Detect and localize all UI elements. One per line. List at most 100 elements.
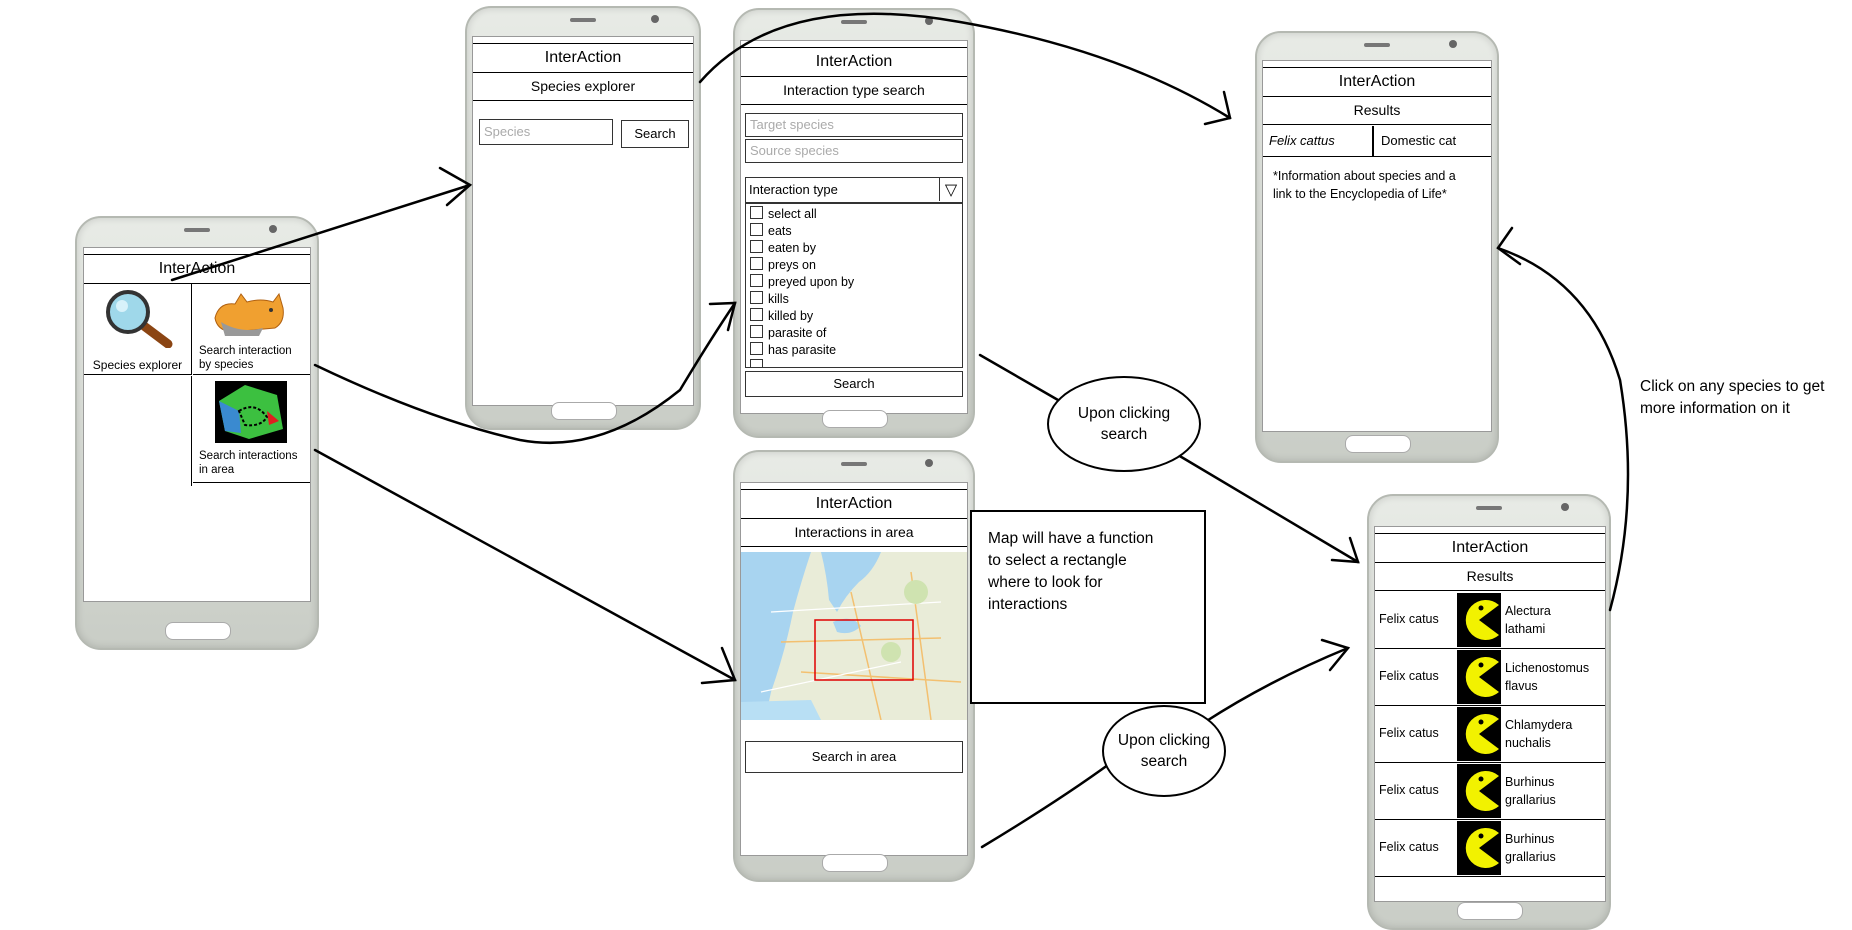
- tile-species-explorer[interactable]: Species explorer: [84, 284, 192, 375]
- arrowhead: [1496, 226, 1522, 266]
- result-row[interactable]: Felix catus Alectura lathami: [1375, 592, 1605, 649]
- scientific-name[interactable]: Felix cattus: [1269, 133, 1335, 148]
- area-map[interactable]: [741, 552, 967, 720]
- option-eats[interactable]: eats: [750, 223, 792, 238]
- home-button[interactable]: [1345, 435, 1411, 453]
- speaker: [841, 20, 867, 24]
- tile-search-by-species[interactable]: Search interaction by species: [193, 284, 310, 375]
- checkbox[interactable]: [750, 223, 763, 236]
- option-label: preys on: [768, 258, 816, 272]
- source-species-input[interactable]: Source species: [745, 139, 963, 163]
- home-button[interactable]: [1457, 902, 1523, 920]
- option-preyed-upon-by[interactable]: preyed upon by: [750, 274, 854, 289]
- result-target-species-line-1[interactable]: Burhinus: [1505, 775, 1555, 789]
- app-title: InterAction: [741, 47, 967, 77]
- option-has-parasite[interactable]: has parasite: [750, 342, 836, 357]
- camera: [269, 225, 277, 233]
- result-source-species[interactable]: Felix catus: [1379, 612, 1439, 626]
- home-button[interactable]: [822, 410, 888, 428]
- option-killed-by[interactable]: killed by: [750, 308, 813, 323]
- camera: [1561, 503, 1569, 511]
- result-row[interactable]: Felix catus Chlamydera nuchalis: [1375, 706, 1605, 763]
- tile-label-line1: Search interactions: [199, 450, 298, 462]
- result-target-species-line-2[interactable]: nuchalis: [1505, 736, 1551, 750]
- option-partial[interactable]: [750, 359, 768, 367]
- phone-results-list: InterAction Results Felix catus Alectura l…: [1367, 494, 1611, 930]
- arrowhead: [700, 646, 737, 685]
- result-row[interactable]: Felix catus Burhinus grallarius: [1375, 763, 1605, 820]
- magnifier-icon: [106, 290, 173, 348]
- tile-label: Species explorer: [92, 358, 183, 372]
- result-target-species-line-2[interactable]: grallarius: [1505, 793, 1556, 807]
- result-target-species-line-2[interactable]: flavus: [1505, 679, 1538, 693]
- click-species-note-line-2: more information on it: [1640, 400, 1790, 417]
- result-row[interactable]: Felix catus Lichenostomus flavus: [1375, 649, 1605, 706]
- app-title: InterAction: [1375, 533, 1605, 563]
- option-label: select all: [768, 207, 817, 221]
- search-button[interactable]: Search: [745, 371, 963, 397]
- checkbox[interactable]: [750, 240, 763, 253]
- option-parasite-of[interactable]: parasite of: [750, 325, 826, 340]
- arrow-ellipse2-to-results: [1203, 646, 1350, 724]
- checkbox[interactable]: [750, 325, 763, 338]
- search-button[interactable]: Search: [621, 120, 689, 148]
- tile-label-line2: in area: [199, 464, 235, 476]
- result-source-species[interactable]: Felix catus: [1379, 783, 1439, 797]
- species-name-row[interactable]: Felix cattus Domestic cat: [1263, 126, 1491, 157]
- checkbox[interactable]: [750, 308, 763, 321]
- pacman-icon: [1457, 650, 1501, 704]
- result-target-species-line-2[interactable]: grallarius: [1505, 850, 1556, 864]
- option-label: preyed upon by: [768, 275, 855, 289]
- home-button[interactable]: [551, 402, 617, 420]
- result-target-species-line-1[interactable]: Chlamydera: [1505, 718, 1573, 732]
- app-title: InterAction: [741, 489, 967, 519]
- result-target-species-line-1[interactable]: Alectura: [1505, 604, 1551, 618]
- checkbox[interactable]: [750, 257, 763, 270]
- arrow-home-to-area-search: [313, 448, 737, 682]
- interaction-type-select[interactable]: Interaction type ▽: [745, 177, 963, 203]
- dropdown-arrow-icon[interactable]: ▽: [939, 178, 962, 201]
- arrow-area-to-ellipse: [980, 760, 1114, 849]
- map-note-line-4: interactions: [988, 596, 1068, 613]
- target-species-input[interactable]: Target species: [745, 113, 963, 137]
- map-note-line-3: where to look for: [988, 574, 1103, 591]
- option-kills[interactable]: kills: [750, 291, 789, 306]
- interaction-search-screen: InterAction Interaction type search Targ…: [740, 40, 968, 414]
- screen-subtitle: Results: [1375, 562, 1605, 591]
- selection-rectangle[interactable]: [814, 619, 914, 681]
- phone-species-result: InterAction Results Felix cattus Domesti…: [1255, 31, 1499, 463]
- checkbox[interactable]: [750, 274, 763, 287]
- app-title: InterAction: [473, 43, 693, 73]
- common-name[interactable]: Domestic cat: [1381, 133, 1457, 148]
- result-target-species-line-1[interactable]: Burhinus: [1505, 832, 1555, 846]
- option-eaten-by[interactable]: eaten by: [750, 240, 816, 255]
- ellipse-text-line-2: search: [1140, 753, 1188, 770]
- camera: [651, 15, 659, 23]
- result-target-species-line-1[interactable]: Lichenostomus: [1505, 661, 1590, 675]
- home-button[interactable]: [165, 622, 231, 640]
- checkbox[interactable]: [750, 291, 763, 304]
- interaction-type-list[interactable]: select all eats eaten by preys on preyed…: [745, 203, 963, 368]
- checkbox[interactable]: [750, 206, 763, 219]
- result-source-species[interactable]: Felix catus: [1379, 726, 1439, 740]
- home-button[interactable]: [822, 854, 888, 872]
- result-row[interactable]: Felix catus Burhinus grallarius: [1375, 820, 1605, 877]
- species-input[interactable]: Species: [479, 119, 613, 145]
- cat-icon: [214, 292, 284, 336]
- result-source-species[interactable]: Felix catus: [1379, 669, 1439, 683]
- option-preys-on[interactable]: preys on: [750, 257, 816, 272]
- result-target-species-line-2[interactable]: lathami: [1505, 622, 1546, 636]
- speaker: [1476, 506, 1502, 510]
- map-note-line-2: to select a rectangle: [988, 552, 1127, 569]
- checkbox[interactable]: [750, 359, 763, 367]
- area-search-screen: InterAction Interactions in area Search …: [740, 482, 968, 856]
- map-note-line-1: Map will have a function: [988, 530, 1154, 547]
- option-label: eaten by: [768, 241, 816, 255]
- option-select-all[interactable]: select all: [750, 206, 817, 221]
- checkbox[interactable]: [750, 342, 763, 355]
- tile-search-in-area[interactable]: Search interactions in area: [193, 376, 310, 483]
- result-source-species[interactable]: Felix catus: [1379, 840, 1439, 854]
- search-in-area-button[interactable]: Search in area: [745, 741, 963, 773]
- option-label: killed by: [768, 309, 814, 323]
- tile-label-line1: Search interaction: [199, 345, 292, 357]
